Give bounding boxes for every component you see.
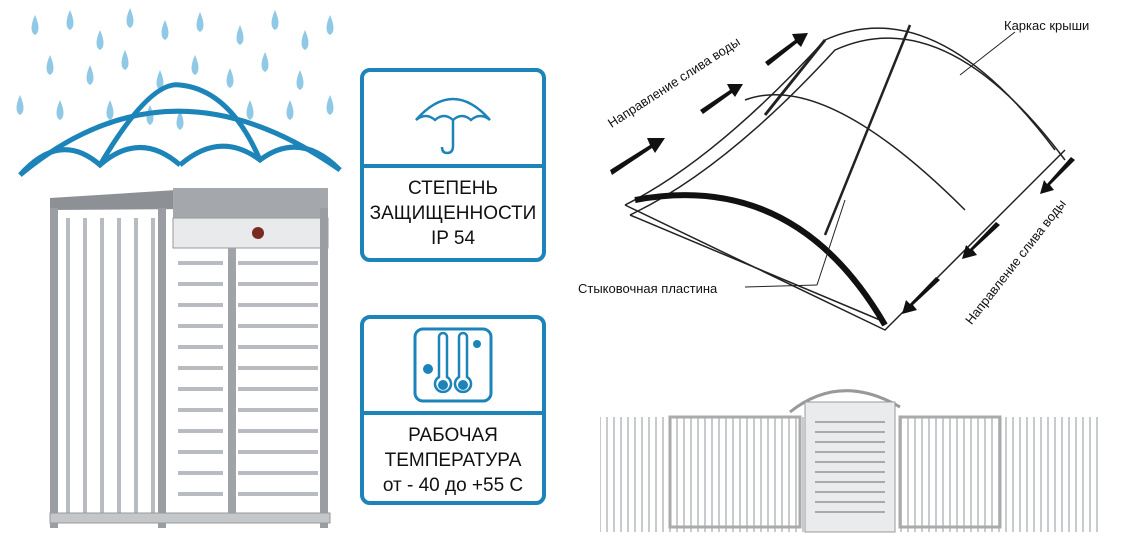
raindrop [326,95,334,115]
protection-line2: ЗАЩИЩЕННОСТИ [369,203,537,224]
raindrop [121,50,129,70]
raindrop [296,70,304,90]
temperature-line2: ТЕМПЕРАТУРА [384,450,522,471]
raindrop [301,30,309,50]
raindrop [271,10,279,30]
temperature-line1: РАБОЧАЯ [408,425,498,446]
raindrop [196,12,204,32]
raindrop [226,68,234,88]
protection-rating: IP 54 [430,228,476,249]
raindrop [156,70,164,90]
thermometers-icon [364,319,542,415]
raindrop [86,65,94,85]
temperature-range: от - 40 до +55 С [382,475,524,496]
joint-plate-label: Стыковочная пластина [578,281,718,296]
raindrop [31,15,39,35]
raindrop [46,55,54,75]
full-height-turnstile-image [49,188,331,528]
protection-line1: СТЕПЕНЬ [408,178,498,199]
raindrop [176,110,184,130]
raindrop [106,100,114,120]
roof-diagram [610,24,1075,331]
protection-rating-card: СТЕПЕНЬ ЗАЩИЩЕННОСТИ IP 54 [360,68,546,262]
raindrop [326,15,334,35]
raindrop [191,55,199,75]
umbrella-icon [364,72,542,168]
raindrop [236,25,244,45]
raindrop [56,100,64,120]
raindrop [161,20,169,40]
umbrella-canopy [18,82,342,177]
temperature-range-card: РАБОЧАЯ ТЕМПЕРАТУРА от - 40 до +55 С [360,315,546,505]
raindrop [246,100,254,120]
raindrop [96,30,104,50]
raindrop [66,10,74,30]
raindrop [126,8,134,28]
raindrop [286,100,294,120]
raindrop [16,95,24,115]
turnstile-with-fence-image [600,389,1098,533]
roof-frame-label: Каркас крыши [1004,18,1090,33]
rain-umbrella-graphic: document.currentScript.insertAdjacentHTM… [16,8,342,177]
raindrop [261,52,269,72]
